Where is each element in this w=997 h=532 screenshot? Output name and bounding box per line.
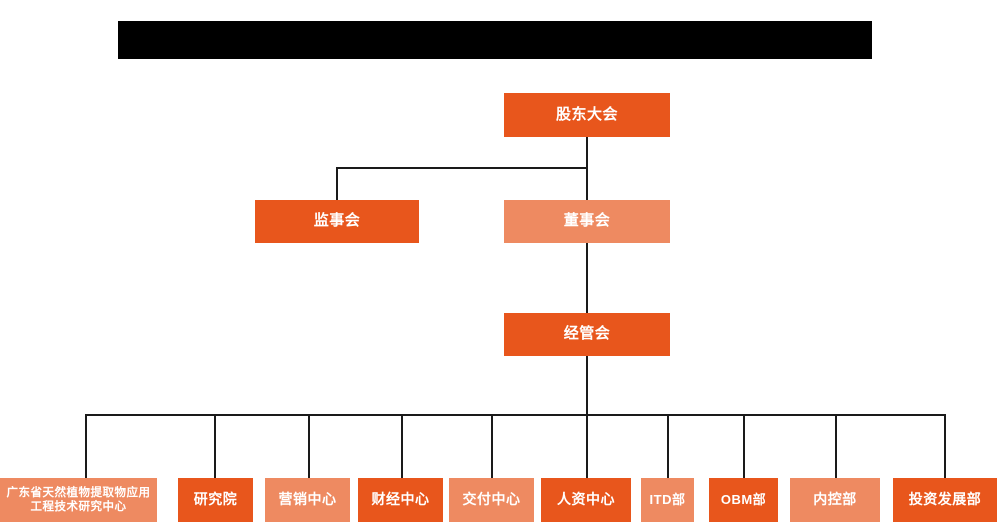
connector-drop-itd-department bbox=[667, 414, 669, 478]
connector-drop-research-institute bbox=[214, 414, 216, 478]
connector-shareholders-stem bbox=[586, 137, 588, 168]
node-obm-department[interactable]: OBM部 bbox=[709, 478, 778, 522]
node-management-committee[interactable]: 经管会 bbox=[504, 313, 670, 356]
connector-drop-obm-department bbox=[743, 414, 745, 478]
node-internal-control-department[interactable]: 内控部 bbox=[790, 478, 880, 522]
connector-board-to-management bbox=[586, 243, 588, 313]
node-delivery-center[interactable]: 交付中心 bbox=[449, 478, 534, 522]
node-board-of-directors[interactable]: 董事会 bbox=[504, 200, 670, 243]
node-gd-research-center[interactable]: 广东省天然植物提取物应用工程技术研究中心 bbox=[0, 478, 157, 522]
node-shareholders-meeting[interactable]: 股东大会 bbox=[504, 93, 670, 137]
node-investment-development-department[interactable]: 投资发展部 bbox=[893, 478, 997, 522]
node-research-institute[interactable]: 研究院 bbox=[178, 478, 253, 522]
connector-drop-marketing-center bbox=[308, 414, 310, 478]
node-finance-center[interactable]: 财经中心 bbox=[358, 478, 443, 522]
connector-drop-board-of-directors bbox=[586, 167, 588, 200]
connector-management-stem bbox=[586, 356, 588, 415]
connector-level1-bus bbox=[336, 167, 588, 169]
redacted-title-bar bbox=[118, 21, 872, 59]
node-itd-department[interactable]: ITD部 bbox=[641, 478, 694, 522]
node-marketing-center[interactable]: 营销中心 bbox=[265, 478, 350, 522]
connector-drop-gd-research-center bbox=[85, 414, 87, 478]
connector-drop-finance-center bbox=[401, 414, 403, 478]
connector-drop-supervisory-board bbox=[336, 167, 338, 200]
node-supervisory-board[interactable]: 监事会 bbox=[255, 200, 419, 243]
node-hr-center[interactable]: 人资中心 bbox=[541, 478, 631, 522]
connector-drop-internal-control-department bbox=[835, 414, 837, 478]
connector-drop-delivery-center bbox=[491, 414, 493, 478]
connector-drop-hr-center bbox=[586, 414, 588, 478]
connector-drop-investment-development-department bbox=[944, 414, 946, 478]
connector-department-bus bbox=[85, 414, 945, 416]
